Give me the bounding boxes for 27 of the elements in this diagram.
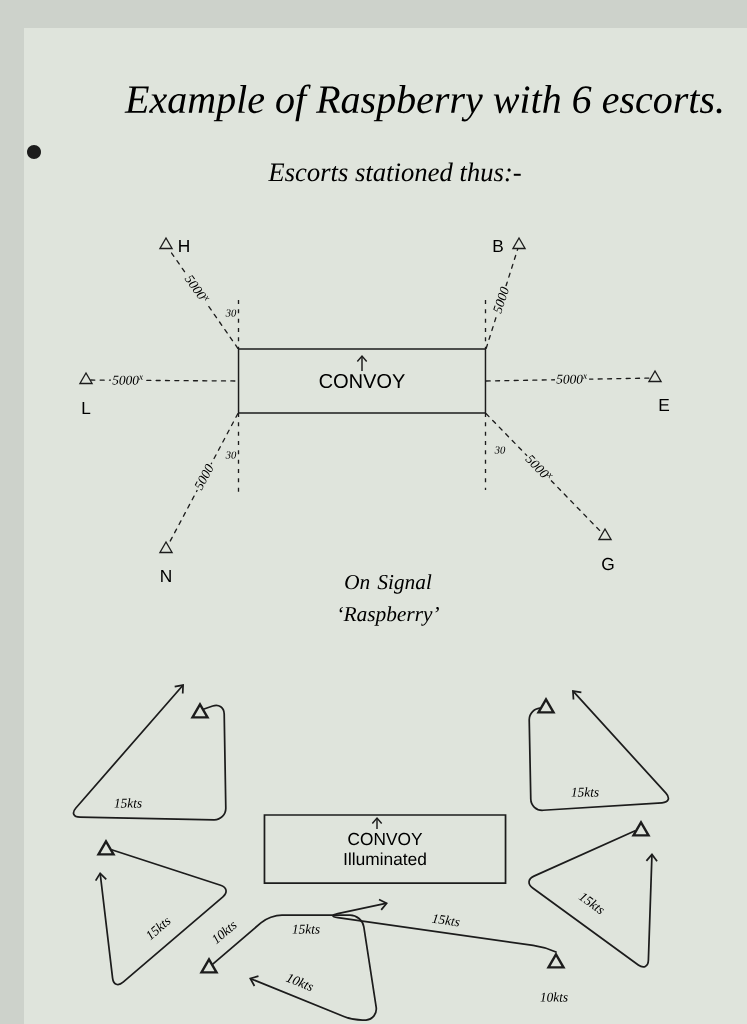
escort-letter: G [602, 557, 614, 571]
angle-label: 30 [225, 309, 237, 317]
speed-label: 10kts [212, 922, 237, 945]
title: Example of Raspberry with 6 escorts. [124, 84, 722, 122]
speed-label: 10kts [285, 974, 314, 991]
angle-label: 30 [494, 446, 506, 454]
edge-label: 15kts [146, 917, 171, 941]
edge-label: 5000 [490, 284, 512, 316]
edge-label: 5000$^{x}$ [554, 373, 590, 385]
edge-label: 5000 [191, 461, 217, 493]
speed-label: 10kts [540, 992, 568, 1002]
convoy-box: CONVOY [237, 348, 487, 414]
edge-label: 15kts [114, 798, 142, 808]
edge-label: 15kts [431, 914, 460, 927]
edge-label: 15kts [571, 787, 599, 797]
convoy-box: CONVOY Illuminated [263, 814, 507, 884]
edge-label: 15kts [292, 924, 320, 934]
escort-letter: H [179, 240, 189, 252]
escort-letter: N [161, 570, 171, 582]
escort-letter: E [659, 399, 670, 411]
subtitle: Escorts stationed thus:- [268, 162, 521, 182]
edge-label: 15kts [578, 893, 604, 914]
escort-letter: B [493, 240, 503, 252]
edge-label: 5000$^{x}$ [110, 374, 146, 386]
escort-letter: L [82, 402, 91, 414]
signal-note: On Signal ‘Raspberry’ [339, 574, 439, 626]
angle-label: 30 [225, 451, 237, 459]
